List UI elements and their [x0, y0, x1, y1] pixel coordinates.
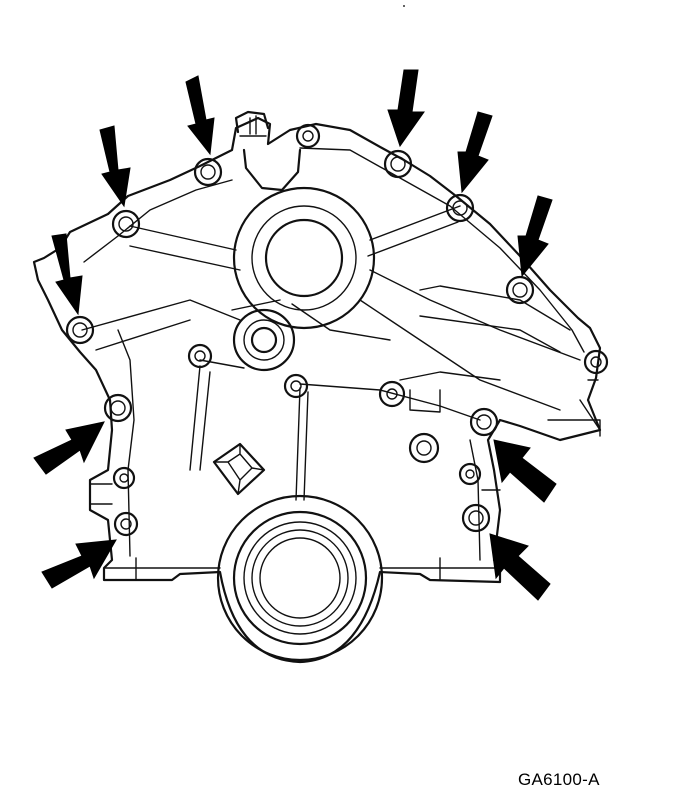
bolt-hole [193, 157, 223, 187]
pointer-arrow [489, 533, 551, 601]
pointer-arrow [41, 539, 117, 589]
pointer-arrow [185, 75, 215, 156]
bolt-hole [65, 315, 95, 345]
pointer-arrow [493, 439, 557, 503]
figure-id-label: GA6100-A [518, 770, 600, 789]
auxiliary-holes [112, 123, 609, 490]
bolt-hole [383, 149, 413, 179]
water-neck-detail [239, 115, 267, 137]
bolt-hole [461, 503, 491, 533]
bolt-hole [445, 193, 475, 223]
pump-bore-mid [251, 205, 357, 311]
bolt-hole [505, 275, 535, 305]
crank-seal-ring-2 [243, 521, 357, 635]
water-neck [234, 110, 302, 192]
crank-seal-ring-4 [259, 537, 341, 619]
bolt-hole [113, 511, 139, 537]
pointer-arrow [33, 421, 105, 475]
pointer-arrow [99, 125, 131, 208]
crank-seal-ring-3 [251, 529, 349, 627]
bolt-hole [103, 393, 133, 423]
bolt-hole [469, 407, 499, 437]
crank-seal-ring-1 [232, 510, 368, 646]
pump-bore-outer [232, 186, 376, 330]
cover-outline [32, 116, 602, 664]
hub-mid [243, 319, 285, 361]
pointer-arrow [387, 69, 425, 148]
hub-inner [250, 326, 278, 354]
hub-outer [232, 308, 296, 372]
right-lobe [399, 285, 601, 431]
cover-inner-rim [83, 147, 585, 561]
bottom-ledges [103, 557, 501, 581]
right-boss [409, 389, 601, 437]
pointer-arrow [457, 111, 493, 194]
pointer-arrow [51, 233, 83, 316]
pump-bore-inner [264, 218, 344, 298]
pointer-arrow [517, 195, 553, 278]
left-lower-lobe [89, 483, 501, 505]
rib-lines [81, 205, 581, 501]
diamond-boss-inner [213, 443, 265, 495]
bolt-hole [111, 209, 141, 239]
crank-seal-outer [216, 494, 384, 662]
speck [403, 5, 405, 7]
